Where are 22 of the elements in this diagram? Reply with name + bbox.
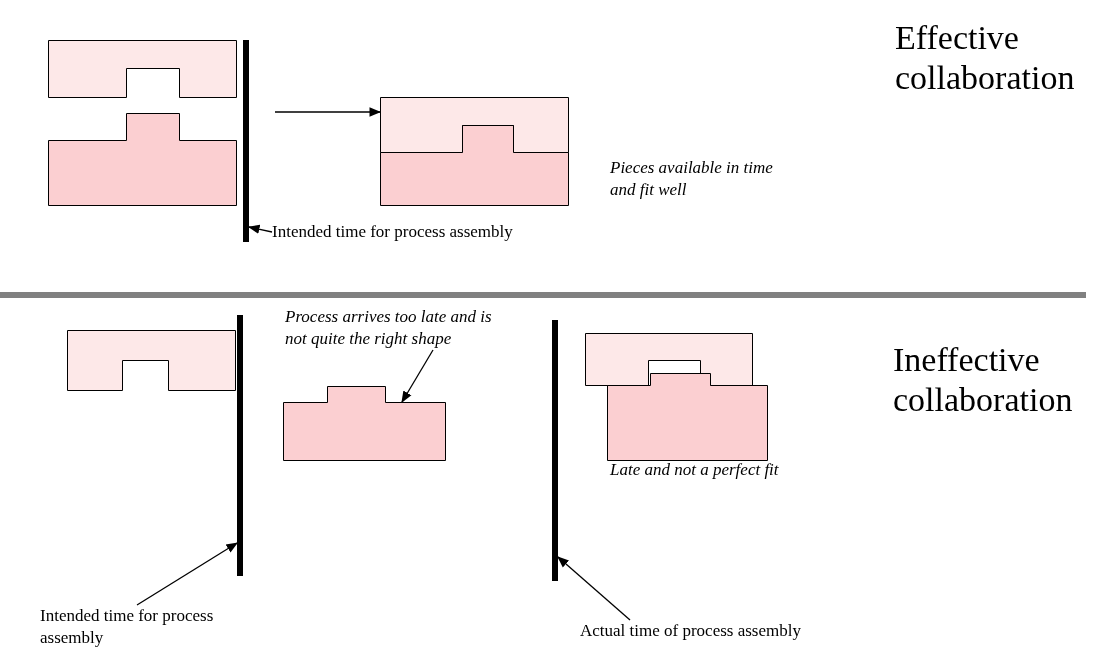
puzzle-piece — [67, 330, 236, 391]
section-heading: Ineffective collaboration — [893, 340, 1074, 420]
puzzle-piece — [48, 113, 236, 206]
callout-text: Intended time for process assembly — [272, 221, 513, 243]
callout-text: Actual time of process assembly — [580, 620, 801, 642]
time-bar — [237, 315, 243, 576]
arrow — [274, 107, 382, 117]
annotation-text: Process arrives too late and is not quite the right shape — [285, 306, 500, 350]
time-bar — [552, 320, 558, 581]
leader-line — [247, 224, 273, 234]
leader-line — [401, 349, 434, 403]
section-heading: Effective collaboration — [895, 18, 1076, 98]
puzzle-piece — [48, 40, 236, 98]
time-bar — [243, 40, 249, 242]
puzzle-piece — [283, 386, 446, 461]
leader-line — [136, 542, 238, 606]
assembled-puzzle-pieces — [585, 333, 768, 461]
assembled-puzzle-pieces — [380, 97, 569, 206]
callout-text: Intended time for process assembly — [40, 605, 280, 649]
caption-text: Pieces available in time and fit well — [610, 157, 774, 201]
caption-text: Late and not a perfect fit — [610, 459, 780, 481]
leader-line — [557, 556, 631, 621]
